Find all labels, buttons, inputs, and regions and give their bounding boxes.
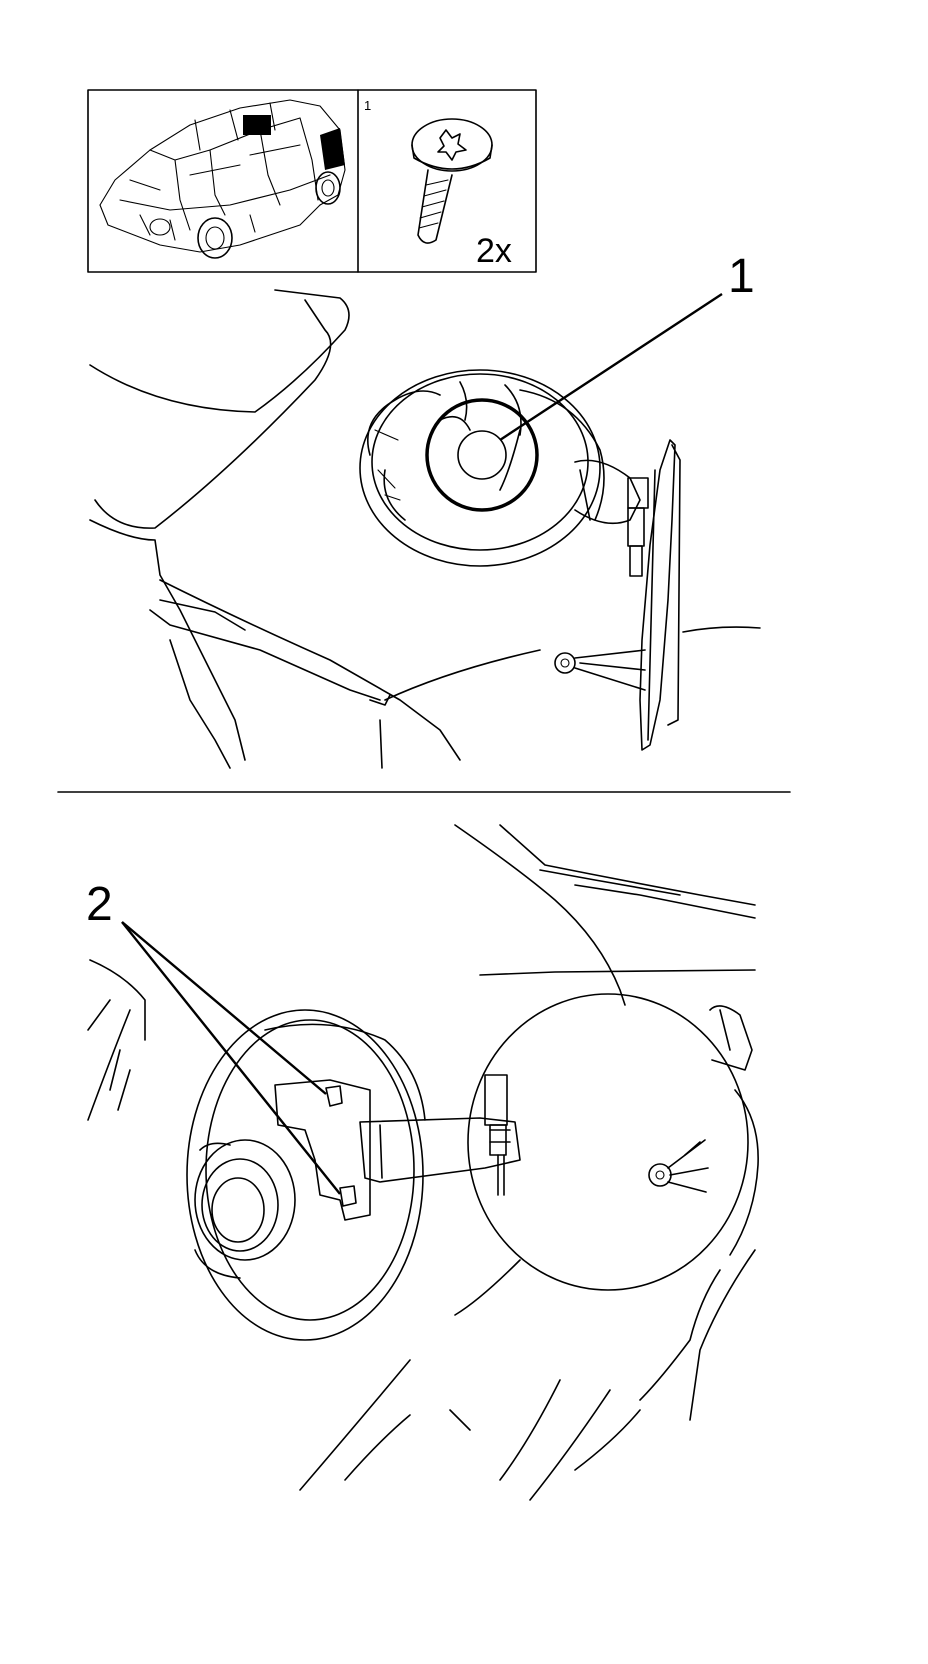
- header-panel: [87, 89, 537, 273]
- upper-view: [89, 289, 761, 769]
- quantity-label: 2x: [476, 232, 512, 270]
- screw-hole-1: [325, 1085, 343, 1107]
- screw-hole-2: [339, 1185, 357, 1207]
- highlight-area: [243, 115, 271, 135]
- header-frame: [87, 89, 537, 273]
- highlighted-plug: [425, 398, 539, 512]
- panel-part-number: 1: [364, 98, 371, 113]
- callout-label-1: 1: [728, 250, 755, 303]
- callout-label-2: 2: [86, 878, 113, 931]
- leader-line-1: [499, 292, 723, 442]
- leader-line-2a: [121, 921, 327, 1095]
- lower-view: [87, 824, 759, 1501]
- vehicle-overview-icon: [99, 99, 346, 259]
- leader-line-2b: [121, 921, 341, 1195]
- torx-screw-icon: [411, 118, 493, 244]
